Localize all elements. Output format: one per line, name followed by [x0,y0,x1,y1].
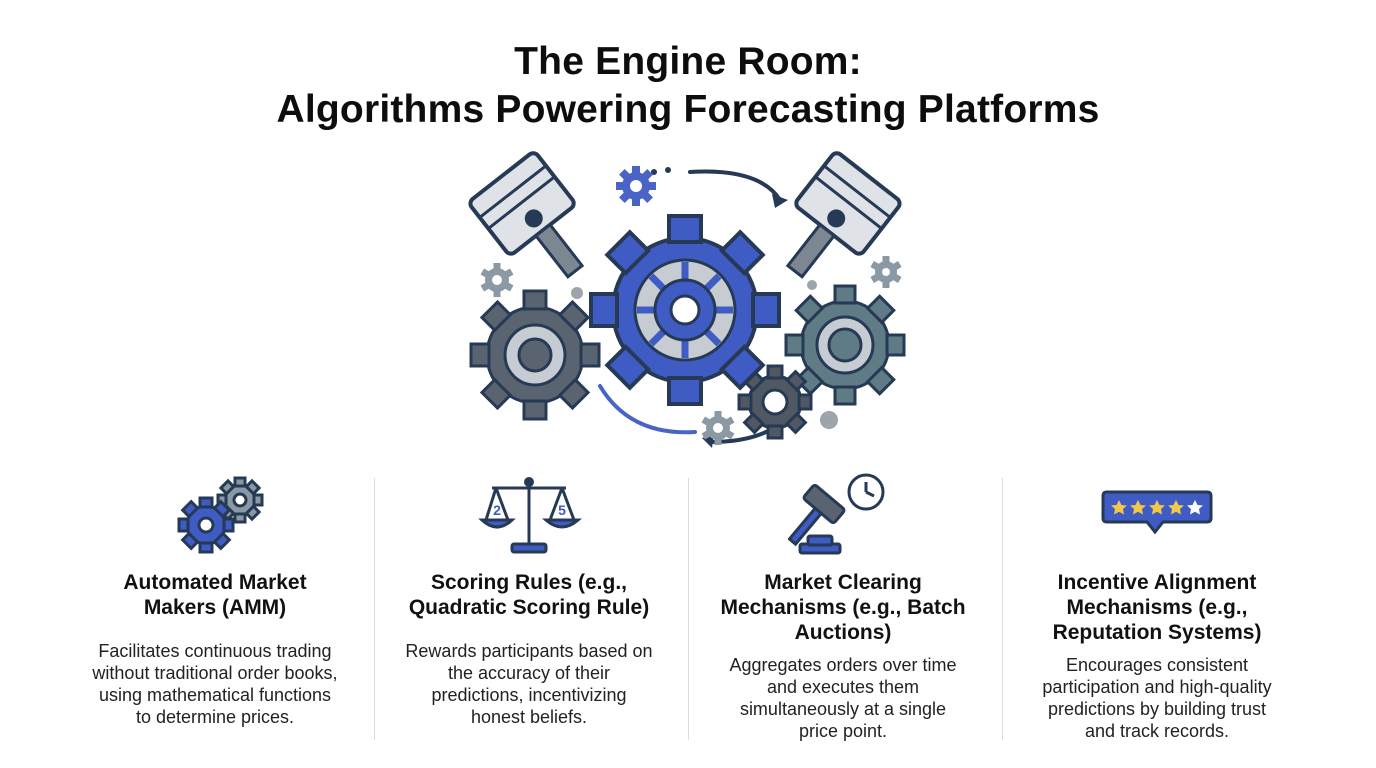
column-desc-line: and executes them [766,677,920,697]
gear-icon [589,214,781,406]
gear-icon [469,289,601,421]
scale-left-value: 2 [493,502,501,518]
engine-illustration [440,150,940,460]
column-description: Rewards participants based on the accura… [372,640,686,728]
gear-icon [737,364,813,440]
rating-stars-icon [1000,470,1314,560]
column-desc-line: price point. [798,721,888,741]
column-title-line: Market Clearing [764,571,922,594]
column-desc-line: participation and high-quality [1042,677,1272,697]
column-title-line: Scoring Rules (e.g., [430,571,628,594]
column-description: Facilitates continuous trading without t… [58,640,372,728]
balance-scale-icon: 2 5 [372,470,686,560]
gear-icon [616,166,656,206]
column-desc-line: Aggregates orders over time [729,655,957,675]
column-scoring-rules: 2 5 Scoring Rules (e.g., Quadratic Scori… [372,470,686,750]
column-title: Market Clearing Mechanisms (e.g., Batch … [686,570,1000,645]
column-desc-line: simultaneously at a single [739,699,947,719]
decor-dot [807,280,817,290]
gears-icon [58,470,372,560]
scale-right-value: 5 [558,502,566,518]
column-desc-line: predictions, incentivizing [431,685,627,705]
decor-dot [820,411,838,429]
column-desc-line: to determine prices. [135,707,295,727]
gear-icon [870,256,902,288]
column-amm: Automated Market Makers (AMM) Facilitate… [58,470,372,750]
column-desc-line: honest beliefs. [470,707,588,727]
title-line-2: Algorithms Powering Forecasting Platform… [276,88,1100,131]
gear-icon [784,284,906,406]
column-desc-line: the accuracy of their [447,663,611,683]
column-desc-line: Facilitates continuous trading [98,641,332,661]
column-title-line: Quadratic Scoring Rule) [408,596,650,619]
column-incentive-alignment: Incentive Alignment Mechanisms (e.g., Re… [1000,470,1314,750]
page-title: The Engine Room: Algorithms Powering For… [0,38,1376,134]
column-desc-line: predictions by building trust [1047,699,1267,719]
column-title-line: Mechanisms (e.g., Batch [720,596,966,619]
column-title-line: Auctions) [794,621,892,644]
column-title: Scoring Rules (e.g., Quadratic Scoring R… [372,570,686,620]
column-title-line: Mechanisms (e.g., [1066,596,1248,619]
column-divider [1002,478,1003,740]
algorithm-columns: Automated Market Makers (AMM) Facilitate… [58,470,1318,750]
column-divider [374,478,375,740]
engine-illustration-svg [468,151,906,448]
column-title-line: Incentive Alignment [1057,571,1257,594]
column-desc-line: without traditional order books, [92,663,338,683]
column-description: Aggregates orders over time and executes… [686,654,1000,742]
column-title-line: Reputation Systems) [1052,621,1262,644]
title-line-1: The Engine Room: [514,40,862,83]
piston-icon [468,151,585,279]
column-desc-line: Encourages consistent [1065,655,1249,675]
column-desc-line: and track records. [1084,721,1230,741]
column-title: Automated Market Makers (AMM) [58,570,372,620]
column-description: Encourages consistent participation and … [1000,654,1314,742]
gear-icon [480,263,514,297]
gavel-clock-icon [686,470,1000,560]
column-title-line: Makers (AMM) [143,596,287,619]
column-desc-line: using mathematical functions [98,685,332,705]
column-market-clearing: Market Clearing Mechanisms (e.g., Batch … [686,470,1000,750]
column-title: Incentive Alignment Mechanisms (e.g., Re… [1000,570,1314,645]
column-title-line: Automated Market [123,571,307,594]
piston-icon [785,151,902,279]
gear-icon [701,411,735,445]
column-divider [688,478,689,740]
decor-dot [571,287,583,299]
column-desc-line: Rewards participants based on [405,641,653,661]
